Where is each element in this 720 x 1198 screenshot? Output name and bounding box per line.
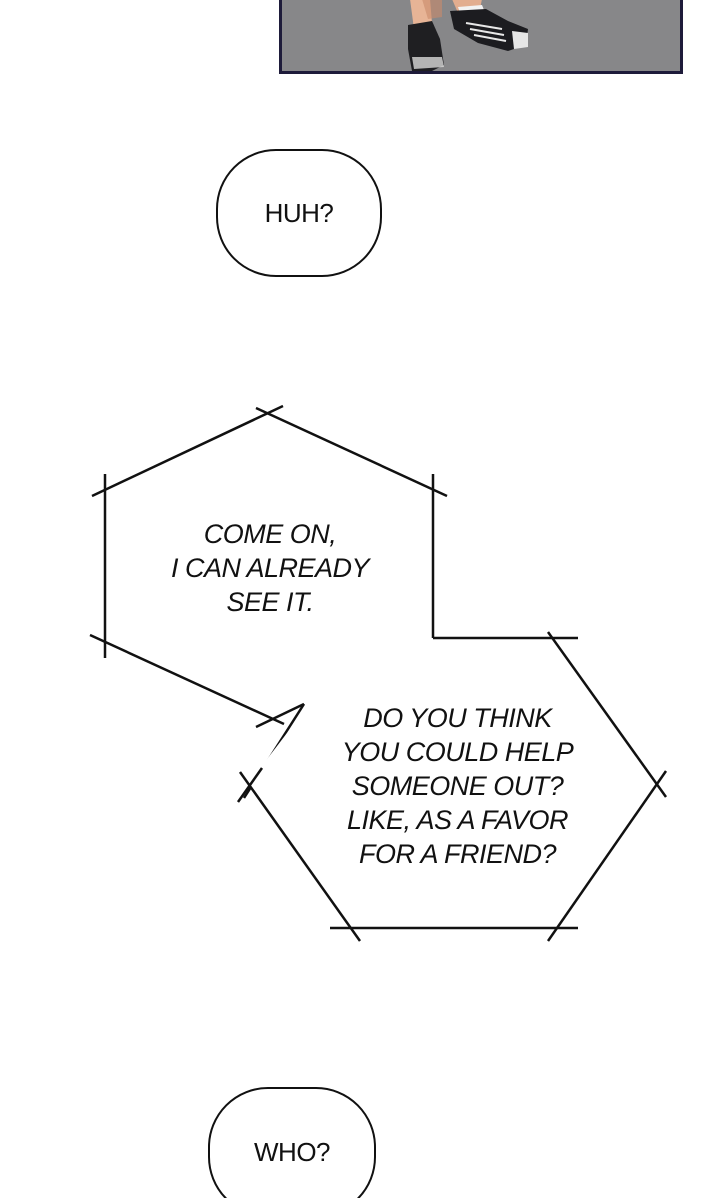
narration-2-line-1: DO YOU THINK [363, 703, 552, 733]
narration-box-2-shape [248, 640, 662, 928]
narration-text-1: COME ON, I CAN ALREADY SEE IT. [150, 517, 390, 619]
narration-2-line-5: FOR A FRIEND? [358, 839, 557, 869]
narration-2-line-2: YOU COULD HELP [341, 737, 574, 767]
narration-box-2-outline [236, 631, 668, 942]
narration-2-line-4: LIKE, AS A FAVOR [346, 805, 569, 835]
sneakers-on-concrete-floor-image [282, 0, 680, 71]
speech-bubble-who: WHO? [208, 1087, 376, 1198]
narration-1-line-3: SEE IT. [226, 587, 314, 617]
narration-text-2: DO YOU THINK YOU COULD HELP SOMEONE OUT?… [325, 701, 590, 871]
speech-bubble-huh: HUH? [216, 149, 382, 277]
narration-box-1-outline [89, 404, 578, 799]
top-comic-panel [279, 0, 683, 74]
speech-text-huh: HUH? [264, 197, 334, 228]
narration-1-line-2: I CAN ALREADY [170, 553, 370, 583]
speech-text-who: WHO? [254, 1136, 331, 1167]
narration-2-line-3: SOMEONE OUT? [351, 771, 564, 801]
narration-1-line-1: COME ON, [203, 519, 337, 549]
